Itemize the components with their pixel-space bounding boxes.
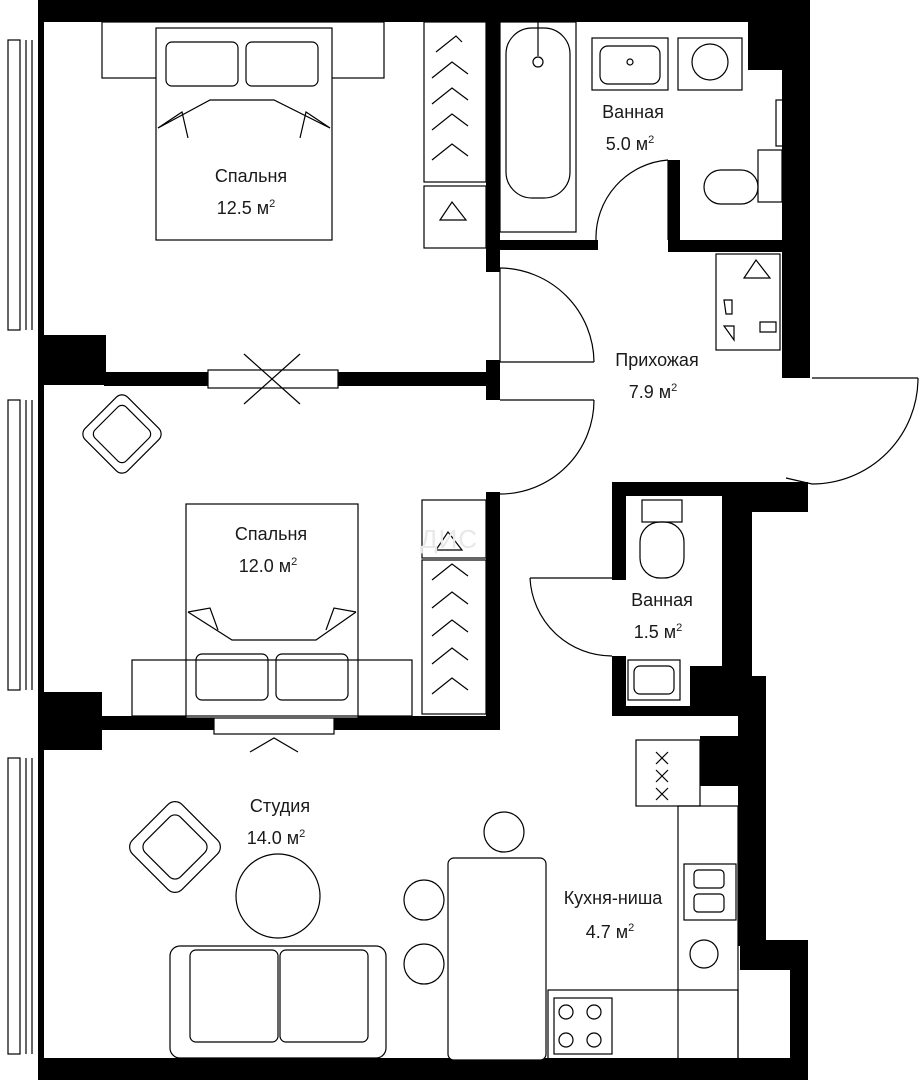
toilet-bath1	[703, 99, 785, 205]
wardrobe-hall	[715, 253, 781, 351]
window-bedroom1	[7, 39, 33, 331]
fridge	[635, 739, 701, 807]
room-bath1: Ванная 5.0 м2	[602, 102, 664, 154]
windows	[7, 39, 33, 1055]
doors	[207, 159, 919, 753]
room-area-bedroom2: 12.0 м2	[239, 556, 298, 576]
room-studio: Студия 14.0 м2	[247, 796, 310, 848]
room-name-bath1: Ванная	[602, 102, 664, 122]
room-area-bedroom1: 12.5 м2	[217, 198, 276, 218]
door-bath1	[595, 159, 669, 241]
room-name-kitchen: Кухня-ниша	[564, 888, 664, 908]
door-bedroom1	[499, 267, 595, 363]
sink-bath2	[627, 659, 681, 701]
armchair-bedroom2	[82, 394, 162, 474]
wardrobe-bedroom1	[423, 21, 487, 249]
kitchen-counter	[547, 805, 739, 1061]
door-bath2	[529, 577, 613, 657]
sofa	[169, 945, 387, 1059]
room-bedroom2: Спальня 12.0 м2	[235, 524, 307, 576]
room-kitchen: Кухня-ниша 4.7 м2	[564, 888, 664, 942]
coffee-table	[235, 853, 321, 939]
room-name-bedroom1: Спальня	[215, 166, 287, 186]
door-bedroom2	[499, 399, 595, 495]
toilet-bath2	[639, 499, 685, 579]
room-area-bath2: 1.5 м2	[634, 622, 683, 642]
room-hall: Прихожая 7.9 м2	[615, 350, 698, 402]
room-area-bath1: 5.0 м2	[606, 134, 655, 154]
sliding-door-bedroom1	[207, 353, 339, 405]
window-bedroom2	[7, 399, 33, 691]
room-area-studio: 14.0 м2	[247, 828, 306, 848]
room-name-hall: Прихожая	[615, 350, 698, 370]
watermark: ДИС	[420, 524, 478, 554]
bathtub	[499, 21, 577, 233]
room-area-kitchen: 4.7 м2	[586, 922, 635, 942]
bed-bedroom2	[131, 503, 413, 719]
room-name-bath2: Ванная	[631, 590, 693, 610]
armchair-studio	[129, 801, 221, 893]
room-area-hall: 7.9 м2	[629, 382, 678, 402]
washing-machine	[677, 37, 743, 91]
door-entrance	[785, 377, 919, 485]
room-name-studio: Студия	[250, 796, 310, 816]
sink-bath1	[591, 37, 669, 91]
window-studio	[7, 757, 33, 1055]
room-bath2: Ванная 1.5 м2	[631, 590, 693, 642]
dining-table	[403, 811, 547, 1061]
room-bedroom1: Спальня 12.5 м2	[215, 166, 287, 218]
sliding-door-bedroom2	[213, 715, 335, 753]
walls	[38, 0, 810, 1080]
bed-bedroom1	[101, 21, 385, 241]
room-name-bedroom2: Спальня	[235, 524, 307, 544]
wardrobe-bedroom2	[421, 499, 487, 715]
